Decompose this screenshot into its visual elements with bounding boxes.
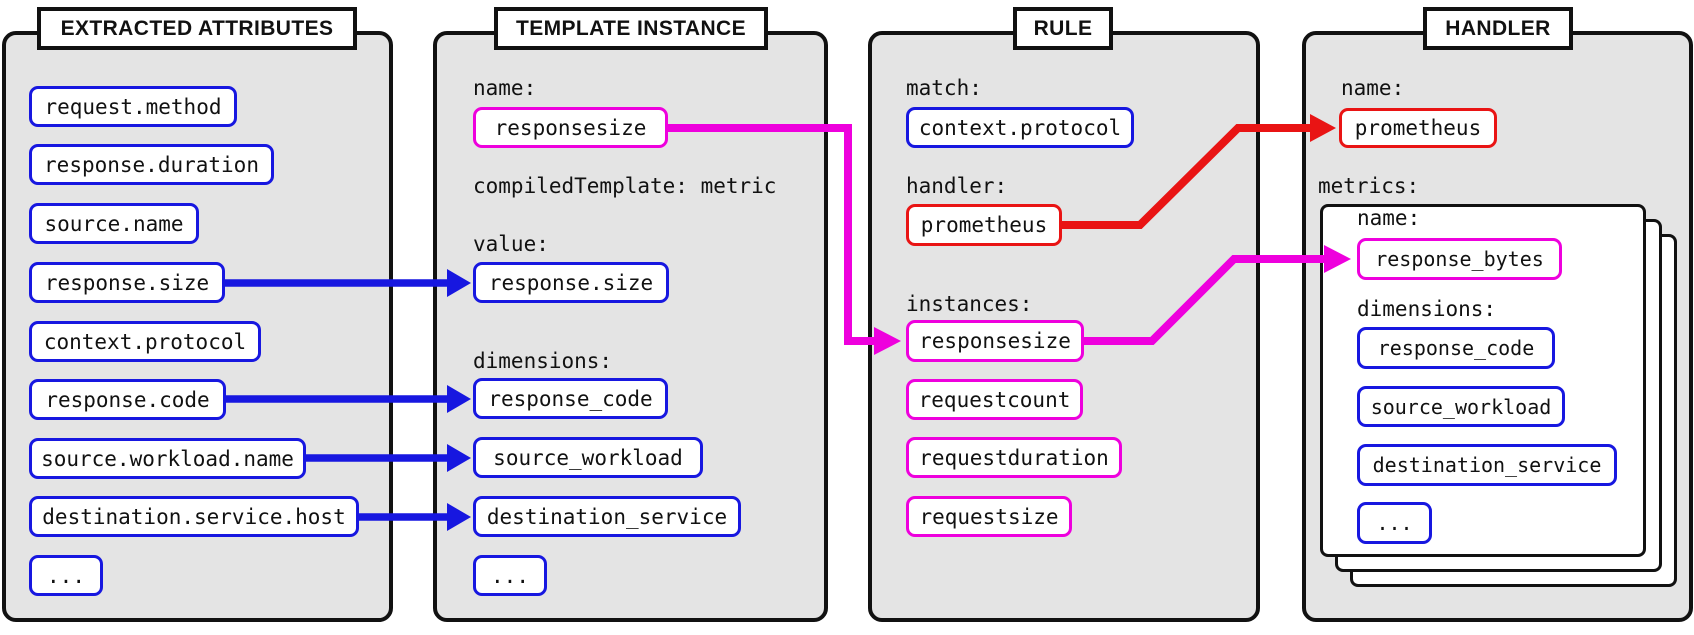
handler-ref-box: prometheus [906, 204, 1062, 246]
field-label: metrics: [1318, 174, 1420, 198]
attribute-box: response.duration [29, 144, 274, 185]
field-label: value: [473, 232, 549, 256]
attribute-box: context.protocol [29, 321, 261, 362]
dimension-box-ellipsis: ... [473, 555, 547, 596]
instance-ref-box: requestduration [906, 437, 1122, 478]
metric-dimension-box: source_workload [1357, 386, 1565, 427]
dimension-box: source_workload [473, 437, 703, 478]
instance-name-box: responsesize [473, 107, 668, 148]
instance-ref-box: responsesize [906, 320, 1084, 362]
panel-title: EXTRACTED ATTRIBUTES [37, 7, 357, 50]
metric-dimension-box-ellipsis: ... [1357, 502, 1432, 544]
field-label: handler: [906, 174, 1008, 198]
attribute-box: response.size [29, 262, 225, 303]
field-label: name: [1341, 76, 1405, 100]
attribute-box: source.workload.name [29, 438, 306, 479]
instance-ref-box: requestcount [906, 379, 1083, 420]
field-label: dimensions: [1357, 297, 1497, 321]
field-label: name: [473, 76, 537, 100]
attribute-box-ellipsis: ... [29, 555, 103, 596]
attribute-box: source.name [29, 203, 199, 244]
field-label: dimensions: [473, 349, 613, 373]
match-box: context.protocol [906, 107, 1134, 148]
panel-title: TEMPLATE INSTANCE [494, 7, 768, 50]
field-label: match: [906, 76, 982, 100]
dimension-box: destination_service [473, 496, 741, 537]
attribute-box: destination.service.host [29, 496, 359, 537]
field-label: instances: [906, 292, 1033, 316]
metric-name-box: response_bytes [1357, 238, 1562, 280]
dimension-box: response_code [473, 378, 668, 419]
field-label: name: [1357, 206, 1421, 230]
value-box: response.size [473, 262, 669, 303]
panel-title: RULE [1013, 7, 1113, 50]
instance-ref-box: requestsize [906, 496, 1072, 537]
attribute-box: request.method [29, 86, 237, 127]
compiled-template-text: compiledTemplate: metric [473, 174, 777, 198]
attribute-box: response.code [29, 379, 226, 420]
metric-dimension-box: response_code [1357, 327, 1555, 369]
metric-dimension-box: destination_service [1357, 444, 1617, 486]
panel-title: HANDLER [1423, 7, 1573, 50]
handler-name-box: prometheus [1339, 108, 1497, 148]
